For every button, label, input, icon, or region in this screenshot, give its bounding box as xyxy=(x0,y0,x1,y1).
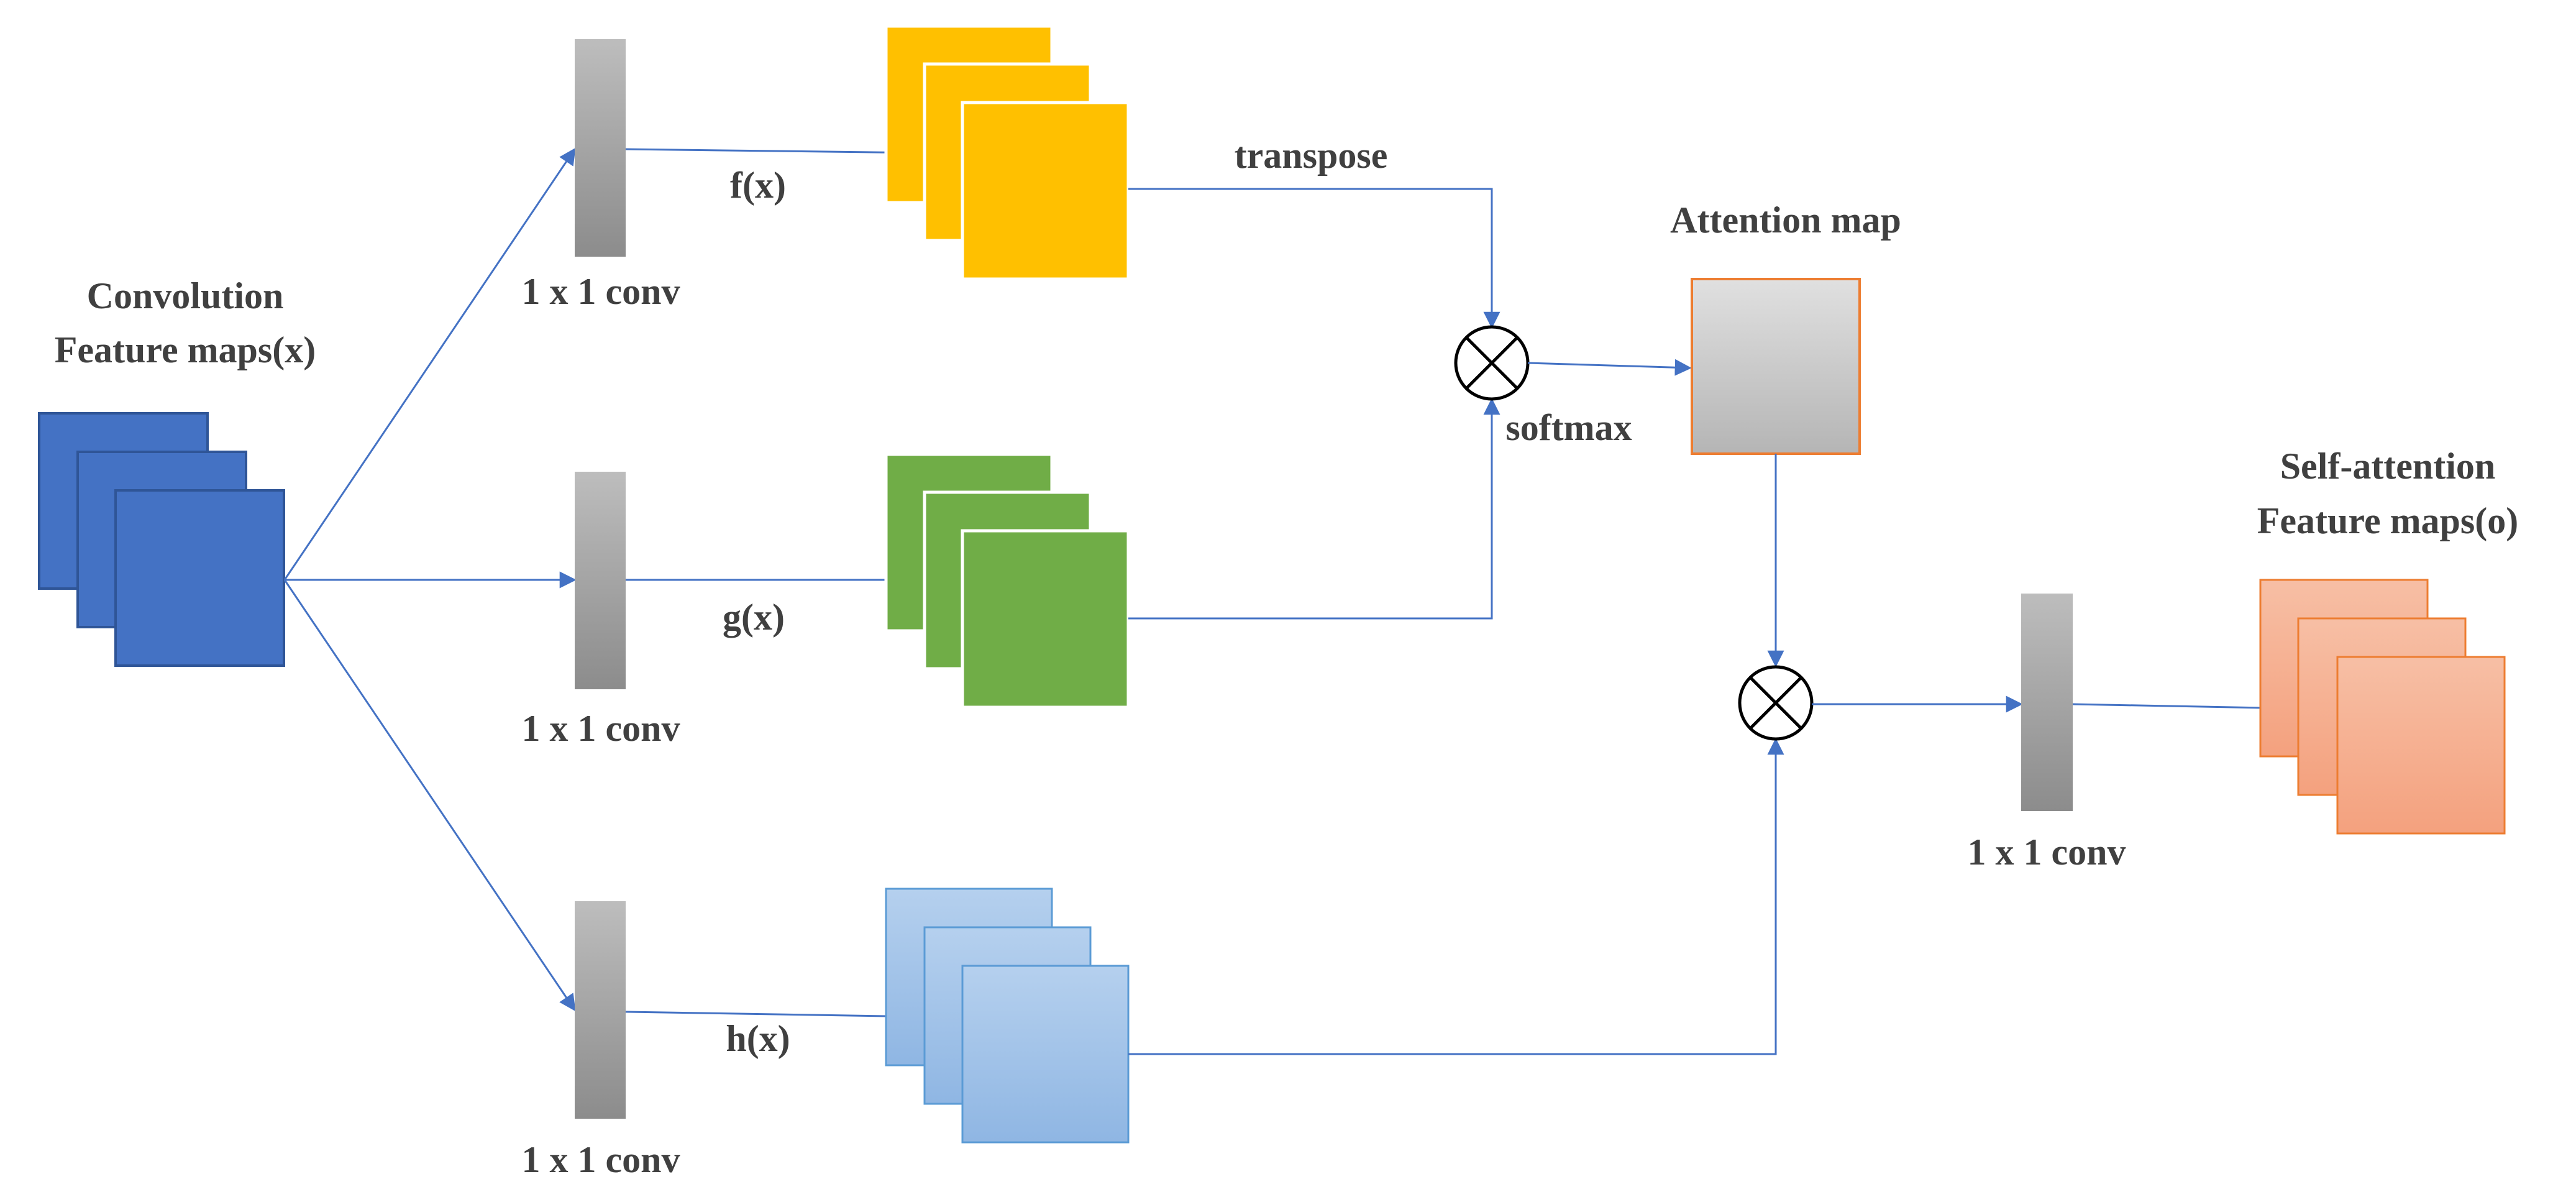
attention-map-box xyxy=(1691,278,1861,455)
func-label-h: h(x) xyxy=(726,1018,790,1059)
conv-bar-h xyxy=(575,901,626,1119)
transpose-label: transpose xyxy=(1235,135,1388,176)
softmax-label: softmax xyxy=(1505,407,1632,448)
attention-map-title: Attention map xyxy=(1670,200,1901,241)
conv-bar-f xyxy=(575,39,626,257)
func-label-f: f(x) xyxy=(730,165,786,206)
output-title-line2: Feature maps(o) xyxy=(2257,500,2518,541)
input-title-line2: Feature maps(x) xyxy=(55,329,316,370)
final-conv-bar xyxy=(2021,594,2073,811)
multiply-to-attention-arrow xyxy=(1527,359,1692,376)
f-to-multiply-path xyxy=(1128,188,1500,329)
input-feature-maps xyxy=(38,412,285,667)
conv-bar-g xyxy=(575,472,626,689)
h-to-multiply-path xyxy=(1128,738,1784,1055)
g-feature-maps xyxy=(884,452,1130,709)
f-feature-maps xyxy=(884,24,1130,281)
multiply-icon-output xyxy=(1738,665,1814,741)
input-title-line1: Convolution xyxy=(87,275,284,316)
h-feature-maps xyxy=(885,888,1130,1144)
final-conv-label: 1 x 1 conv xyxy=(1968,832,2126,873)
conv-label-g: 1 x 1 conv xyxy=(522,708,680,749)
output-feature-maps xyxy=(2259,579,2506,835)
conv-label-h: 1 x 1 conv xyxy=(522,1139,680,1180)
input-to-conv-arrows xyxy=(283,147,577,1012)
conv-label-f: 1 x 1 conv xyxy=(522,271,680,312)
func-label-g: g(x) xyxy=(723,597,785,638)
multiply-icon-attention xyxy=(1454,325,1530,401)
g-to-multiply-path xyxy=(1128,398,1500,620)
output-title-line1: Self-attention xyxy=(2280,446,2496,487)
conv-to-feature-arrows xyxy=(625,144,926,1025)
